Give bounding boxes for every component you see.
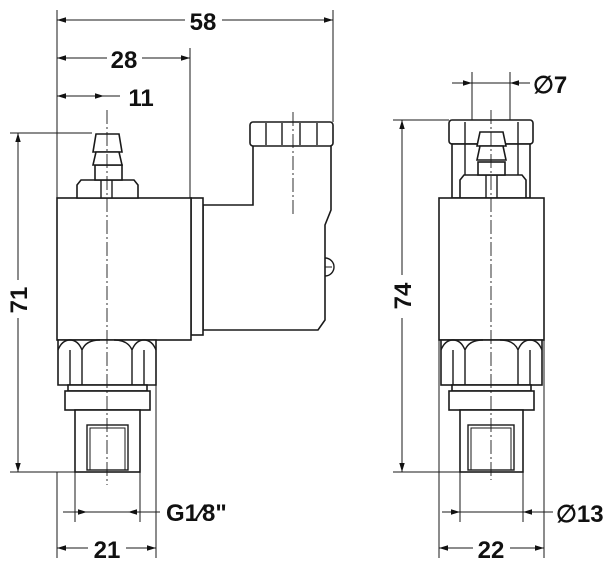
connector-plug (202, 112, 335, 331)
dimension-label: 28 (111, 47, 138, 74)
dimension-21: 21 (57, 537, 156, 564)
dimension-diameter-13: ∅13 (442, 501, 604, 528)
coil-body (56, 197, 192, 341)
front-view: ∅7 74 ∅13 22 (390, 72, 604, 564)
dimension-label: ∅7 (533, 72, 567, 99)
side-view: 58 28 11 71 G1⁄8" 21 (6, 9, 335, 564)
dimension-label: 71 (6, 287, 33, 314)
dimension-label: 21 (94, 537, 121, 564)
dimension-label: 11 (128, 85, 153, 112)
dimension-74: 74 (390, 120, 417, 472)
coil-body-front (438, 197, 545, 341)
dimension-thread: G1⁄8" (63, 500, 227, 527)
dimension-22: 22 (439, 537, 544, 564)
hose-barb-front (459, 131, 527, 199)
dimension-71: 71 (6, 133, 33, 472)
dimension-diameter-7: ∅7 (452, 72, 567, 99)
bottom-fitting-front (440, 339, 543, 473)
dimension-58: 58 (57, 9, 333, 36)
dimension-11: 11 (57, 85, 154, 112)
dimension-label: 22 (478, 537, 505, 564)
hose-barb (76, 133, 139, 199)
coil-flange (190, 197, 204, 336)
dimension-label: G1⁄8" (166, 500, 227, 527)
dimension-28: 28 (57, 47, 190, 74)
dimension-label: 74 (390, 282, 417, 309)
dimension-label: 58 (190, 9, 217, 36)
dimension-label: ∅13 (556, 501, 604, 528)
bottom-fitting (57, 339, 157, 473)
